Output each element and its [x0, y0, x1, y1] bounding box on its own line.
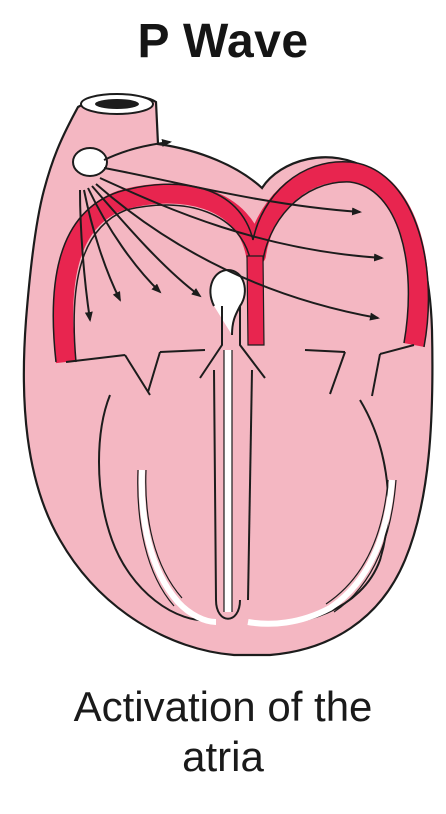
caption-line-2: atria	[0, 732, 446, 782]
interatrial-septum	[247, 256, 264, 345]
figure-caption: Activation of the atria	[0, 682, 446, 781]
caption-line-1: Activation of the	[0, 682, 446, 732]
sinoatrial-node	[73, 148, 107, 176]
